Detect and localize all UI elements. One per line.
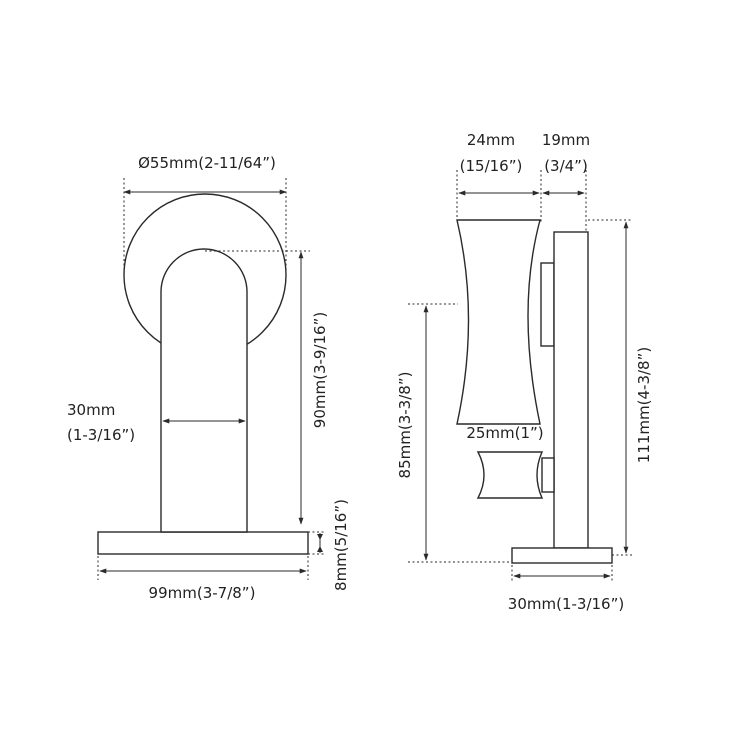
front-post — [160, 248, 248, 533]
post-width-in-label: (1-3/16”) — [67, 426, 135, 444]
base-thickness-label: 8mm(5/16”) — [332, 499, 350, 591]
total-height-label: 111mm(4-3/8”) — [635, 347, 653, 463]
side-roller — [456, 219, 541, 425]
side-view: 24mm (15/16”) 19mm (3/4”) 85mm(3-3/8”) 1… — [396, 131, 653, 613]
side-knob — [476, 451, 544, 499]
side-post — [553, 231, 589, 549]
knob-width-label: 25mm(1”) — [466, 424, 543, 442]
post-width-mm-label: 30mm — [67, 401, 115, 419]
plate-depth-in-label: (3/4”) — [544, 157, 588, 175]
plate-depth-mm-label: 19mm — [542, 131, 590, 149]
side-connector — [540, 262, 555, 347]
front-view: Ø55mm(2-11/64”) 90mm(3-9/16”) 30mm (1-3/… — [67, 154, 350, 602]
side-knob-cap — [541, 457, 555, 493]
side-base — [511, 547, 613, 564]
lower-height-label: 85mm(3-3/8”) — [396, 372, 414, 479]
height-label: 90mm(3-9/16”) — [311, 312, 329, 428]
side-base-label: 30mm(1-3/16”) — [508, 595, 624, 613]
roller-width-mm-label: 24mm — [467, 131, 515, 149]
diameter-label: Ø55mm(2-11/64”) — [138, 154, 276, 172]
base-width-label: 99mm(3-7/8”) — [149, 584, 256, 602]
front-base-plate — [97, 531, 309, 555]
roller-width-in-label: (15/16”) — [460, 157, 523, 175]
